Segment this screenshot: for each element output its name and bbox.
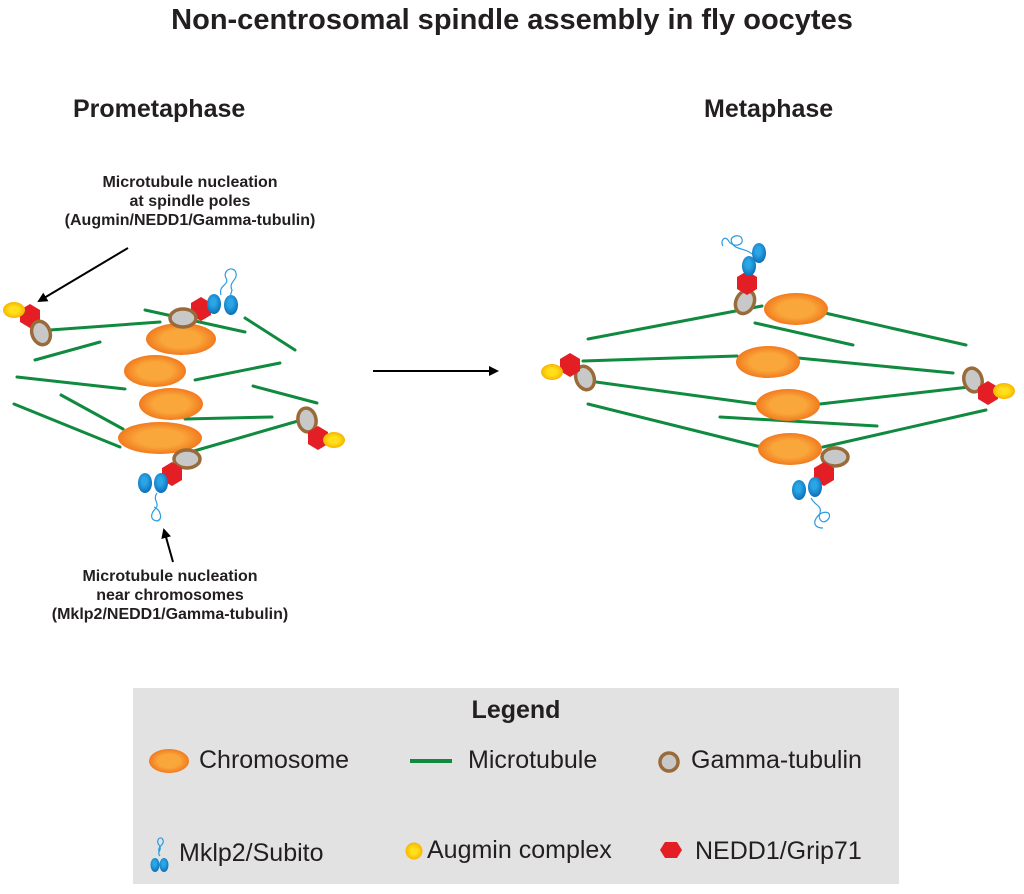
mklp2-icon: [224, 295, 238, 315]
chromosome: [756, 389, 820, 421]
prometaphase-label: Prometaphase: [73, 95, 246, 123]
augmin-icon: [323, 432, 345, 448]
metaphase-microtubules: [581, 304, 988, 449]
mklp2-icon: [154, 473, 168, 493]
gamma-tubulin-icon: [820, 446, 850, 468]
chromosome: [118, 422, 202, 454]
chromosome: [758, 433, 822, 465]
microtubule: [48, 320, 162, 332]
microtubule: [823, 311, 968, 347]
mklp2-tail-icon: [219, 268, 237, 298]
figure-title: Non-centrosomal spindle assembly in fly …: [171, 4, 853, 36]
complex-bottom: [138, 448, 202, 522]
mklp2-icon: [207, 294, 221, 314]
annotation-line: Microtubule nucleation: [102, 174, 278, 191]
legend: Legend Chromosome Microtubule Gamma-tubu…: [133, 688, 899, 884]
legend-item-microtubule: Microtubule: [408, 746, 597, 775]
annotation-line: (Mklp2/NEDD1/Gamma-tubulin): [51, 606, 289, 623]
chromosome: [736, 346, 800, 378]
legend-label: Microtubule: [468, 746, 598, 774]
microtubule: [818, 385, 971, 406]
annotation-near-chromosomes: Microtubule nucleation near chromosomes …: [10, 567, 330, 624]
legend-item-augmin: Augmin complex: [403, 836, 612, 865]
augmin-icon: [993, 383, 1015, 399]
mklp2-tail-icon: [810, 497, 831, 529]
microtubule: [581, 354, 739, 363]
microtubule-icon: [410, 758, 452, 763]
microtubule: [15, 375, 127, 391]
metaphase-label: Metaphase: [704, 95, 834, 123]
microtubule: [183, 415, 274, 421]
mklp2-icon: [752, 243, 766, 263]
meta-complex-left: [541, 353, 600, 395]
annotation-arrow: [161, 528, 174, 563]
complex-right: [294, 404, 345, 450]
nedd1-icon: [660, 842, 682, 858]
augmin-icon: [405, 842, 423, 859]
microtubule: [594, 380, 759, 406]
chromosome: [146, 323, 216, 355]
mklp2-icon: [150, 837, 169, 872]
gamma-tubulin-icon: [172, 448, 202, 470]
chromosome: [139, 388, 203, 420]
annotation-arrow: [37, 247, 129, 303]
mklp2-tail-icon: [721, 235, 753, 255]
prometaphase-microtubules: [12, 308, 319, 453]
chromosome: [124, 355, 186, 387]
legend-label: Mklp2/Subito: [179, 838, 324, 867]
complex-top-left: [3, 302, 56, 350]
chromosome: [764, 293, 828, 325]
augmin-icon: [541, 364, 563, 380]
meta-complex-bottom: [792, 446, 850, 529]
mklp2-icon: [792, 480, 806, 500]
complex-top-center: [168, 268, 238, 329]
metaphase-chromosomes: [736, 293, 828, 465]
mklp2-tail-icon: [151, 492, 162, 522]
meta-complex-top: [721, 235, 766, 319]
microtubule: [821, 408, 988, 449]
chromosome-icon: [149, 748, 189, 773]
microtubule: [251, 384, 319, 405]
annotation-line: Microtubule nucleation: [82, 568, 258, 585]
legend-item-nedd1: NEDD1/Grip71: [657, 836, 862, 866]
microtubule: [753, 321, 855, 347]
legend-item-chromosome: Chromosome: [147, 746, 349, 775]
microtubule: [12, 402, 122, 449]
annotation-line: (Augmin/NEDD1/Gamma-tubulin): [64, 212, 316, 229]
legend-label: Chromosome: [199, 746, 350, 774]
mklp2-icon: [808, 477, 822, 497]
prometaphase-chromosomes: [118, 323, 216, 454]
microtubule: [192, 419, 300, 453]
microtubule: [718, 415, 879, 428]
annotation-spindle-poles: Microtubule nucleation at spindle poles …: [30, 173, 350, 230]
gamma-tubulin-icon: [168, 307, 198, 329]
microtubule: [243, 316, 297, 352]
microtubule: [33, 340, 102, 362]
legend-label: NEDD1/Grip71: [695, 836, 862, 865]
gamma-tubulin-icon: [658, 750, 680, 773]
microtubule: [59, 393, 125, 431]
meta-complex-right: [959, 364, 1015, 405]
mklp2-icon: [138, 473, 152, 493]
annotation-line: at spindle poles: [129, 193, 251, 210]
microtubule: [586, 304, 764, 341]
microtubule: [586, 402, 763, 449]
annotation-line: near chromosomes: [96, 587, 244, 604]
legend-title: Legend: [471, 696, 561, 724]
legend-item-gamma-tubulin: Gamma-tubulin: [657, 746, 862, 775]
legend-label: Augmin complex: [427, 836, 612, 864]
microtubule: [796, 356, 955, 375]
augmin-icon: [3, 302, 25, 318]
legend-item-mklp2: Mklp2/Subito: [149, 832, 324, 874]
legend-label: Gamma-tubulin: [691, 746, 862, 774]
microtubule: [193, 361, 282, 382]
